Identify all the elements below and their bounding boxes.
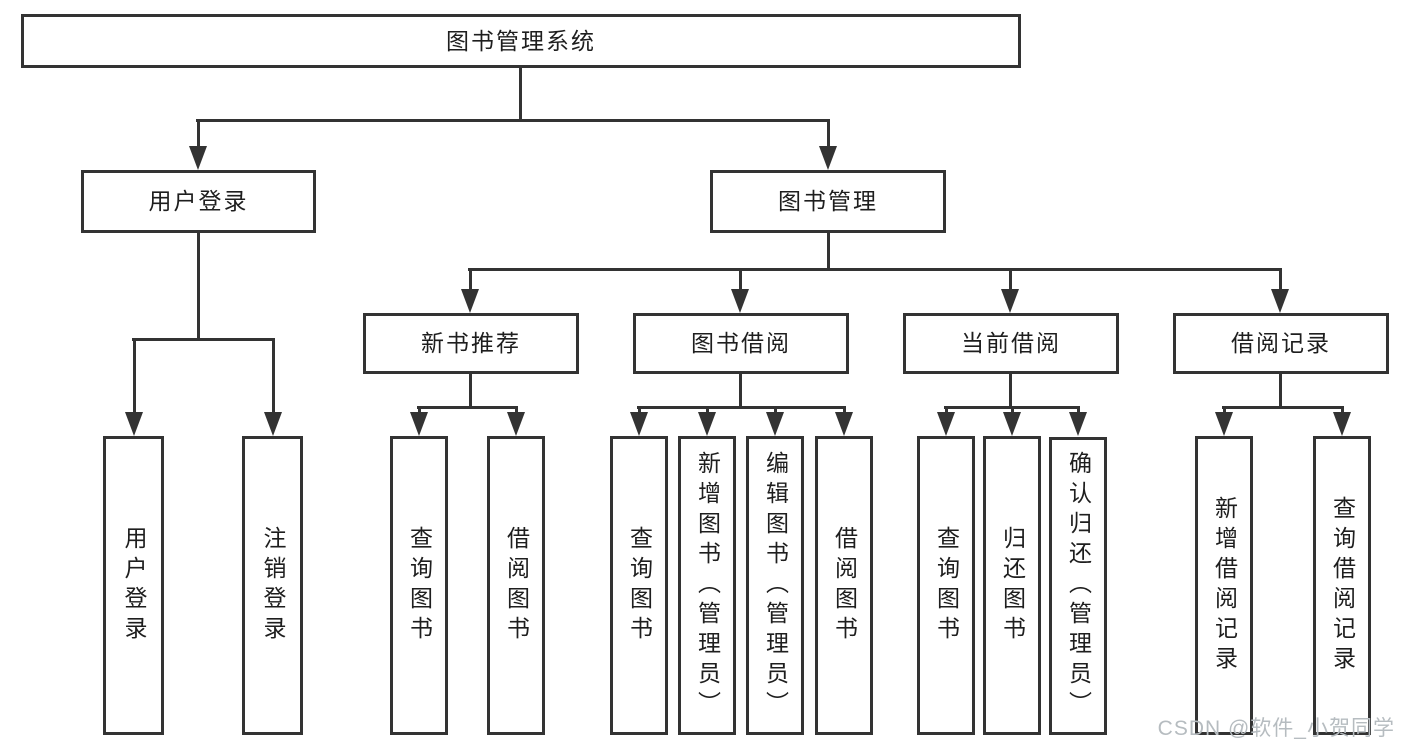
connector-line bbox=[519, 68, 522, 121]
arrow-down-icon bbox=[630, 406, 648, 436]
arrow-down-icon bbox=[1069, 406, 1087, 436]
arrow-down-icon bbox=[731, 268, 749, 313]
watermark: CSDN @软件_小贺同学 bbox=[1157, 717, 1395, 740]
connector-line bbox=[417, 406, 518, 409]
arrow-down-icon bbox=[125, 338, 143, 436]
group-node-book-borrow: 图书借阅 bbox=[633, 313, 849, 374]
leaf-node-query-books: 查询图书 bbox=[390, 436, 448, 735]
group-node-new-book-recommend: 新书推荐 bbox=[363, 313, 579, 374]
arrow-down-icon bbox=[507, 406, 525, 436]
leaf-node-add-borrow-record: 新增借阅记录 bbox=[1195, 436, 1253, 735]
connector-line bbox=[132, 338, 274, 341]
leaf-node-query-borrow-record: 查询借阅记录 bbox=[1313, 436, 1371, 735]
connector-line bbox=[468, 268, 1282, 271]
arrow-down-icon bbox=[461, 268, 479, 313]
arrow-down-icon bbox=[835, 406, 853, 436]
arrow-down-icon bbox=[819, 119, 837, 170]
leaf-node-add-books-admin: 新增图书（管理员） bbox=[678, 436, 736, 735]
branch-node-user-login: 用户登录 bbox=[81, 170, 316, 233]
connector-line bbox=[1279, 374, 1282, 409]
arrow-down-icon bbox=[1215, 406, 1233, 436]
arrow-down-icon bbox=[410, 406, 428, 436]
arrow-down-icon bbox=[766, 406, 784, 436]
leaf-node-user-login: 用户登录 bbox=[103, 436, 164, 735]
connector-line bbox=[197, 233, 200, 340]
arrow-down-icon bbox=[698, 406, 716, 436]
group-node-current-borrow: 当前借阅 bbox=[903, 313, 1119, 374]
leaf-node-logout: 注销登录 bbox=[242, 436, 303, 735]
leaf-node-confirm-return-admin: 确认归还（管理员） bbox=[1049, 437, 1107, 735]
branch-node-book-management: 图书管理 bbox=[710, 170, 946, 233]
arrow-down-icon bbox=[264, 338, 282, 436]
connector-line bbox=[1222, 406, 1344, 409]
arrow-down-icon bbox=[1003, 406, 1021, 436]
arrow-down-icon bbox=[1333, 406, 1351, 436]
connector-line bbox=[469, 374, 472, 409]
connector-line bbox=[637, 406, 846, 409]
leaf-node-query-books: 查询图书 bbox=[610, 436, 668, 735]
connector-line bbox=[196, 119, 830, 122]
connector-line bbox=[1009, 374, 1012, 409]
leaf-node-borrow-books: 借阅图书 bbox=[815, 436, 873, 735]
leaf-node-return-books: 归还图书 bbox=[983, 436, 1041, 735]
root-node-library-system: 图书管理系统 bbox=[21, 14, 1021, 68]
arrow-down-icon bbox=[1271, 268, 1289, 313]
group-node-borrow-records: 借阅记录 bbox=[1173, 313, 1389, 374]
leaf-node-query-books: 查询图书 bbox=[917, 436, 975, 735]
leaf-node-borrow-books: 借阅图书 bbox=[487, 436, 545, 735]
arrow-down-icon bbox=[189, 119, 207, 170]
connector-line bbox=[739, 374, 742, 409]
arrow-down-icon bbox=[937, 406, 955, 436]
connector-line bbox=[827, 233, 830, 271]
arrow-down-icon bbox=[1001, 268, 1019, 313]
leaf-node-edit-books-admin: 编辑图书（管理员） bbox=[746, 436, 804, 735]
